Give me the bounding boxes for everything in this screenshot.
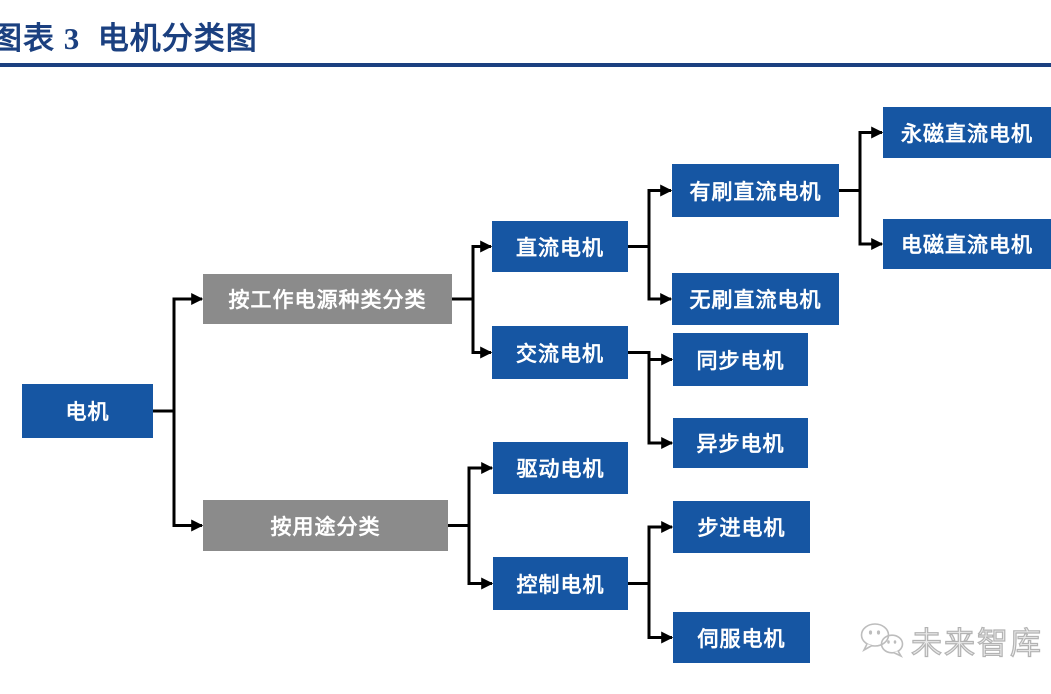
node-brushless-dc-motor: 无刷直流电机 — [672, 273, 839, 325]
node-servo-motor: 伺服电机 — [673, 612, 810, 663]
node-classify-by-power-source: 按工作电源种类分类 — [203, 274, 452, 324]
watermark: 未来智库 — [858, 618, 1043, 663]
node-drive-motor: 驱动电机 — [493, 442, 628, 494]
node-synchronous-motor: 同步电机 — [673, 333, 808, 386]
node-motor: 电机 — [22, 384, 153, 438]
figure-title: 图表 3 电机分类图 — [0, 21, 258, 56]
node-dc-motor: 直流电机 — [492, 221, 628, 272]
node-stepper-motor: 步进电机 — [673, 501, 810, 553]
node-brushed-dc-motor: 有刷直流电机 — [672, 164, 839, 217]
node-electromagnetic-dc-motor: 电磁直流电机 — [883, 219, 1051, 269]
node-ac-motor: 交流电机 — [492, 326, 628, 379]
node-classify-by-use: 按用途分类 — [203, 500, 448, 551]
title-underline — [0, 63, 1051, 67]
node-asynchronous-motor: 异步电机 — [673, 418, 808, 468]
watermark-text: 未来智库 — [910, 625, 1043, 661]
node-control-motor: 控制电机 — [493, 557, 628, 610]
wechat-chat-bubbles-icon — [860, 622, 904, 658]
node-permanent-magnet-dc-motor: 永磁直流电机 — [883, 107, 1051, 158]
